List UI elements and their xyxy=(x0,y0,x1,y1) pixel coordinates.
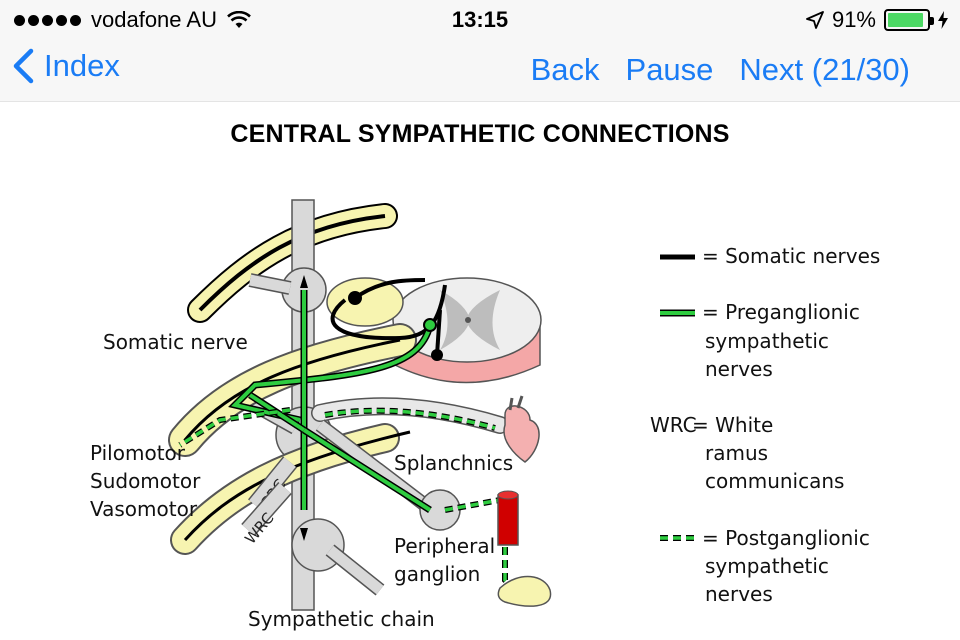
pilomotor-label: Pilomotor xyxy=(90,441,186,465)
carrier-name: vodafone AU xyxy=(91,7,217,32)
next-button[interactable]: Next (21/30) xyxy=(739,52,910,87)
heart-organ xyxy=(503,395,540,463)
legend-wrc-key: WRC xyxy=(650,413,697,437)
status-right: 91% xyxy=(806,7,948,33)
preganglionic-fibers xyxy=(228,275,437,541)
dorsal-root-ganglion xyxy=(326,277,404,327)
index-label: Index xyxy=(44,48,120,83)
battery-percent: 91% xyxy=(831,7,876,32)
sympathetic-diagram: GRC WRC xyxy=(90,199,880,631)
legend-postganglionic-text-2: sympathetic xyxy=(705,554,829,578)
somatic-nerve-label: Somatic nerve xyxy=(103,330,248,354)
page-title: CENTRAL SYMPATHETIC CONNECTIONS xyxy=(230,120,730,148)
legend: = Somatic nerves = Preganglionic sympath… xyxy=(650,244,880,606)
legend-postganglionic-text-3: nerves xyxy=(705,582,773,606)
chevron-left-icon xyxy=(13,48,34,84)
ganglion-label: ganglion xyxy=(394,562,480,586)
legend-wrc-text-3: communicans xyxy=(705,469,844,493)
peripheral-label: Peripheral xyxy=(394,534,495,558)
upper-somatic-nerve xyxy=(187,203,398,323)
pause-button[interactable]: Pause xyxy=(625,52,714,87)
status-bar: vodafone AU 13:15 91% xyxy=(0,0,960,40)
status-time: 13:15 xyxy=(451,7,509,32)
legend-postganglionic-text-1: = Postganglionic xyxy=(702,526,870,550)
location-arrow-icon xyxy=(806,11,824,29)
splanchnic-nerve xyxy=(311,397,509,434)
navigation-bar: Index Back Pause Next (21/30) xyxy=(0,40,960,102)
signal-strength-icon xyxy=(14,14,81,26)
spinal-cord xyxy=(392,277,542,384)
gut-organ xyxy=(497,575,552,607)
legend-preganglionic-text-2: sympathetic xyxy=(705,329,829,353)
index-back-button[interactable]: Index xyxy=(12,48,120,84)
wifi-icon xyxy=(227,11,251,28)
splanchnics-label: Splanchnics xyxy=(394,451,513,475)
status-left: vodafone AU xyxy=(14,7,251,33)
blood-vessel xyxy=(497,490,519,546)
legend-somatic-text: = Somatic nerves xyxy=(702,244,880,268)
middle-somatic-nerve xyxy=(168,323,417,457)
nav-actions: Back Pause Next (21/30) xyxy=(531,52,910,88)
legend-preganglionic-text-1: = Preganglionic xyxy=(702,300,860,324)
battery-level xyxy=(888,13,923,27)
back-button[interactable]: Back xyxy=(530,52,600,87)
sympathetic-chain-label: Sympathetic chain xyxy=(248,607,435,631)
charging-bolt-icon xyxy=(938,11,948,29)
legend-wrc-text-1: = White xyxy=(692,413,773,437)
vasomotor-label: Vasomotor xyxy=(90,497,198,521)
sudomotor-label: Sudomotor xyxy=(90,469,201,493)
legend-preganglionic-text-3: nerves xyxy=(705,357,773,381)
legend-wrc-text-2: ramus xyxy=(705,441,768,465)
battery-icon xyxy=(884,9,934,31)
